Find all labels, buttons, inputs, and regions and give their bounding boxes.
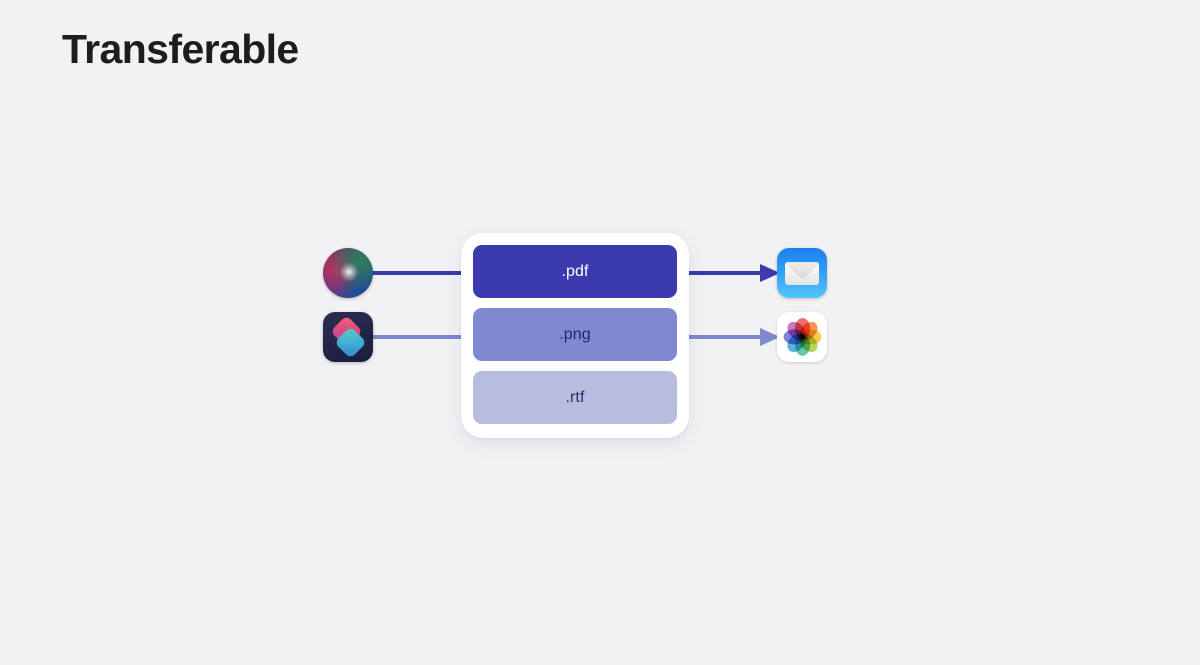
shortcuts-app-icon[interactable] [323, 312, 373, 362]
shortcuts-tile [323, 312, 373, 362]
format-row-pdf[interactable]: .pdf [473, 245, 677, 298]
photos-pinwheel [777, 312, 827, 362]
format-row-png[interactable]: .png [473, 308, 677, 361]
envelope-icon [785, 262, 819, 285]
photos-app-icon[interactable] [777, 312, 827, 362]
format-label-pdf: .pdf [561, 262, 589, 280]
siri-orb-icon[interactable] [323, 248, 373, 298]
page-title: Transferable [62, 26, 299, 72]
format-label-rtf: .rtf [565, 388, 585, 406]
mail-tile [777, 248, 827, 298]
siri-orb-shape [323, 248, 373, 298]
format-row-rtf[interactable]: .rtf [473, 371, 677, 424]
mail-app-icon[interactable] [777, 248, 827, 298]
format-label-png: .png [559, 325, 591, 343]
transferable-formats-card: .pdf .png .rtf [461, 233, 689, 438]
photos-tile [777, 312, 827, 362]
